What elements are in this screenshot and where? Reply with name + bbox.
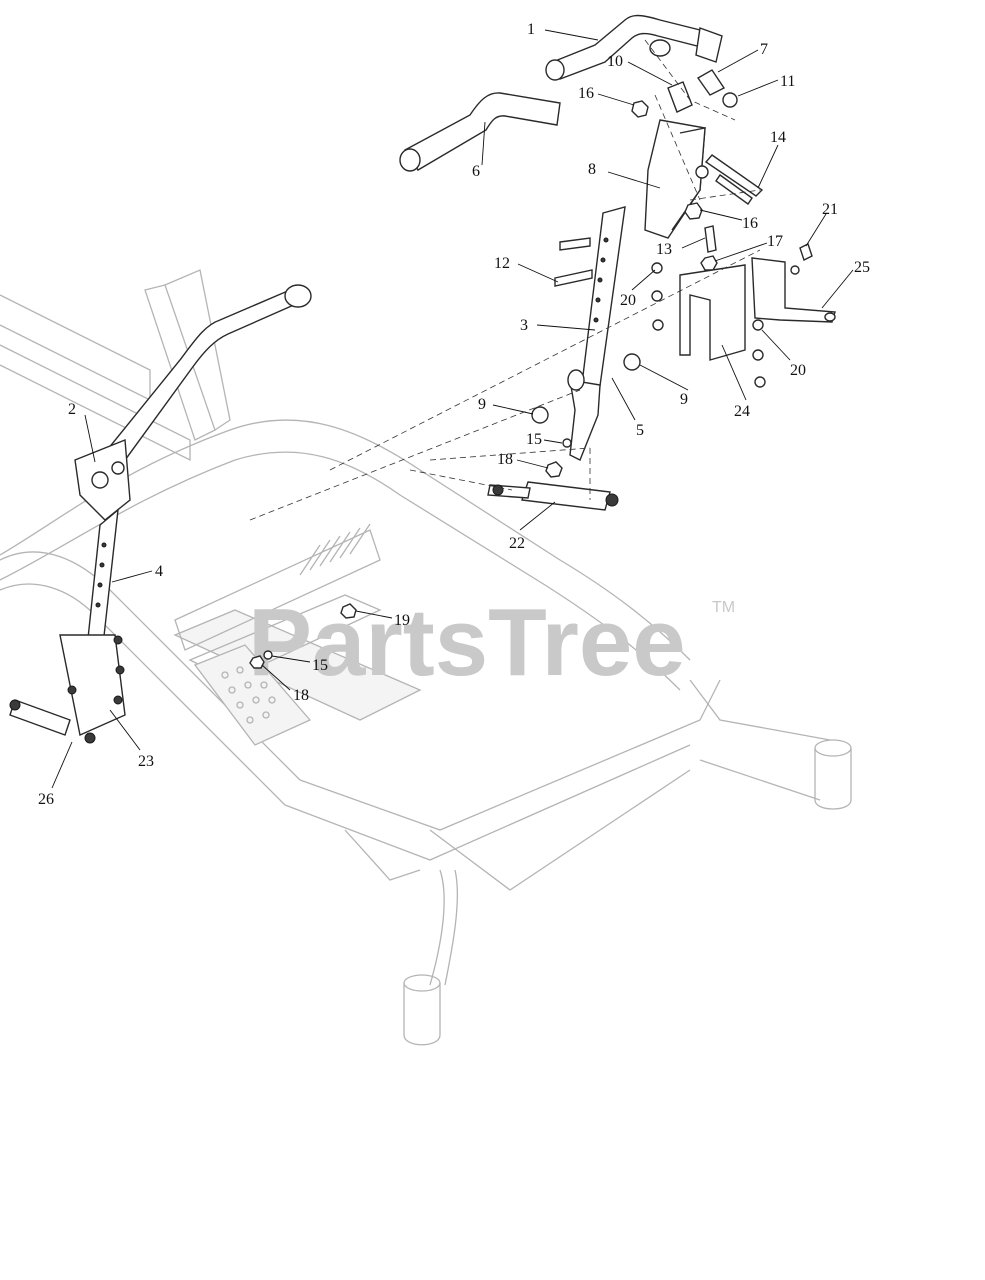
callout-1: 1: [527, 21, 535, 38]
callout-22: 22: [509, 535, 525, 552]
part-3-holes: [593, 237, 609, 323]
watermark-text: PartsTree: [248, 589, 686, 696]
arm-holes: [95, 542, 107, 608]
watermark-trademark: TM: [712, 599, 735, 616]
mower-frame: [0, 269, 852, 1046]
callout-20-left: 20: [620, 292, 636, 309]
part-24-bracket: [679, 264, 746, 361]
callout-9-left: 9: [478, 396, 486, 413]
callout-12: 12: [494, 255, 510, 272]
callout-17: 17: [767, 233, 783, 250]
assembly-dashed-lines: [249, 39, 761, 521]
callout-19: 19: [394, 612, 410, 629]
callout-16-lower: 16: [742, 215, 758, 232]
callout-7: 7: [760, 41, 768, 58]
callout-16-upper: 16: [578, 85, 594, 102]
part-22-damper: [521, 481, 611, 511]
callout-25: 25: [854, 259, 870, 276]
callout-9-right: 9: [680, 391, 688, 408]
part-6-handle: [403, 92, 561, 171]
callout-6: 6: [472, 163, 480, 180]
callout-26: 26: [38, 791, 54, 808]
foot-plate-holes: [221, 666, 276, 724]
part-3-arm: [579, 206, 626, 401]
leader-lines: [51, 29, 854, 789]
callout-5: 5: [636, 422, 644, 439]
callout-15-lower: 15: [312, 657, 328, 674]
exploded-parts: [249, 14, 836, 669]
callout-24: 24: [734, 403, 750, 420]
callout-23: 23: [138, 753, 154, 770]
callout-14: 14: [770, 129, 786, 146]
callout-2: 2: [68, 401, 76, 418]
callout-13: 13: [656, 241, 672, 258]
watermark: PartsTree TM: [248, 589, 735, 696]
callout-18-upper: 18: [497, 451, 513, 468]
slotted-plate-slots: [299, 523, 371, 576]
callout-3: 3: [520, 317, 528, 334]
callout-11: 11: [780, 73, 795, 90]
callout-18-lower: 18: [293, 687, 309, 704]
callout-15-upper: 15: [526, 431, 542, 448]
part-5-pivot: [569, 379, 601, 461]
left-lever-assembly: [9, 284, 312, 744]
callout-21: 21: [822, 201, 838, 218]
part-1-handle: [548, 14, 709, 80]
callout-labels: 1 2 3 4 5 6 7 8 9 9 10 11 12 13 14 15 15…: [38, 21, 870, 808]
callout-8: 8: [588, 161, 596, 178]
callout-10: 10: [607, 53, 623, 70]
callout-20-right: 20: [790, 362, 806, 379]
callout-4: 4: [155, 563, 163, 580]
